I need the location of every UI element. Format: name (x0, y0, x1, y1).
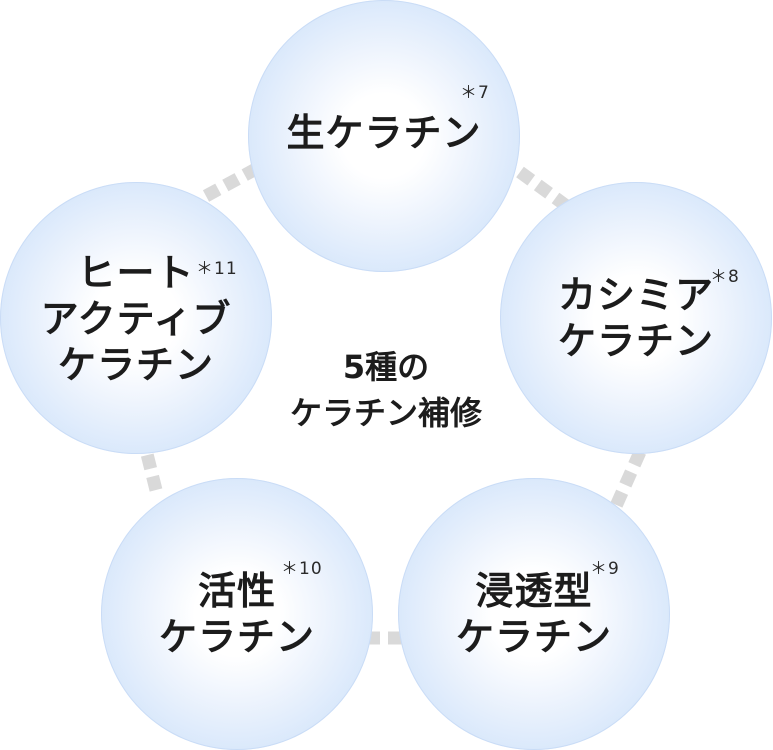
bubble-label: ヒート アクティブ ケラチン (0, 250, 272, 388)
bubble-label: カシミア ケラチン (500, 272, 772, 364)
footnote-marker: ＊10 (281, 559, 323, 579)
center-title-line1: 5種の (342, 348, 430, 386)
connector-heat-nama (202, 164, 258, 202)
bubble-label-line: 浸透型 (475, 569, 593, 613)
bubble-label-line: アクティブ (40, 297, 232, 341)
footnote-marker: ＊9 (590, 559, 620, 579)
bubble-label-line: ケラチン (158, 615, 315, 659)
connector-cashmere-shinto (610, 449, 646, 509)
bubble-nama-keratin: 生ケラチン ＊7 (248, 0, 520, 272)
bubble-label-line: カシミア (557, 273, 714, 317)
bubble-cashmere-keratin: カシミア ケラチン ＊8 (500, 182, 772, 454)
bubble-label-line: 生ケラチン (286, 111, 482, 155)
bubble-label-line: ヒート (77, 251, 195, 295)
bubble-label-line: 活性 (197, 569, 276, 613)
bubble-label: 活性 ケラチン (101, 568, 373, 660)
center-title: 5種の ケラチン補修 (236, 344, 536, 436)
footnote-marker: ＊7 (460, 83, 490, 103)
bubble-heat-active-keratin: ヒート アクティブ ケラチン ＊11 (0, 182, 272, 454)
connector-kassei-heat (139, 448, 163, 492)
bubble-label: 生ケラチン (248, 110, 520, 156)
bubble-label-line: ケラチン (57, 343, 214, 387)
center-title-line2: ケラチン補修 (289, 394, 482, 432)
bubble-label-line: ケラチン (557, 319, 714, 363)
bubble-penetrating-keratin: 浸透型 ケラチン ＊9 (398, 478, 670, 750)
footnote-marker: ＊11 (196, 259, 238, 279)
footnote-marker: ＊8 (710, 267, 740, 287)
bubble-active-keratin: 活性 ケラチン ＊10 (101, 478, 373, 750)
bubble-label-line: ケラチン (455, 615, 612, 659)
bubble-label: 浸透型 ケラチン (398, 568, 670, 660)
